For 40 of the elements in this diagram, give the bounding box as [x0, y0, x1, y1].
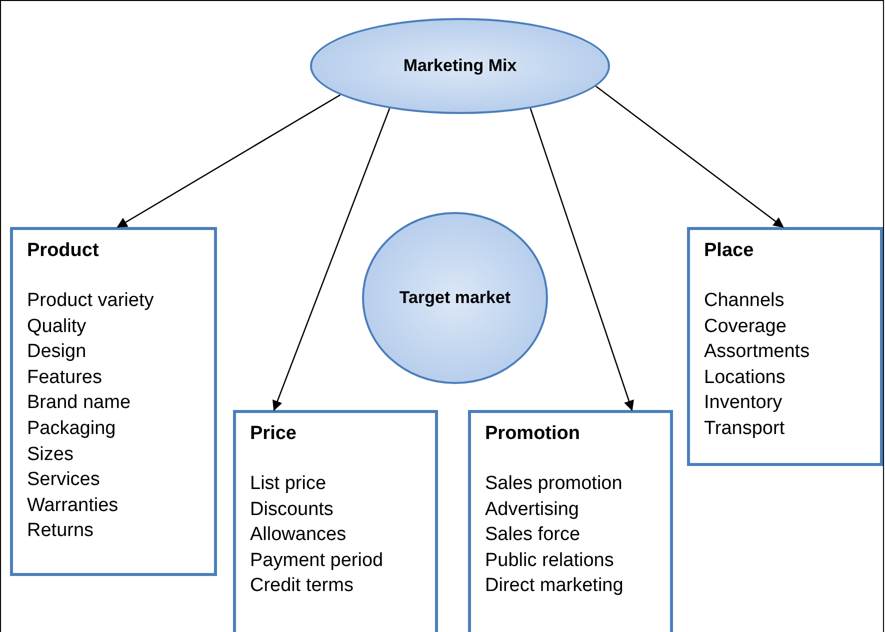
list-item: Credit terms	[250, 574, 354, 598]
list-item: Payment period	[250, 548, 384, 573]
list-item: Discounts	[250, 498, 334, 522]
category-box	[10, 227, 217, 576]
list-item: Coverage	[704, 314, 788, 339]
arrow	[530, 108, 634, 411]
list-item: Features	[27, 366, 103, 390]
list-item: Sales force	[485, 523, 582, 548]
box-heading: Product	[27, 239, 100, 263]
list-item: Design	[27, 340, 88, 364]
list-item: List price	[250, 472, 328, 496]
list-item: Packaging	[27, 416, 117, 441]
list-item: Locations	[704, 366, 786, 390]
category-box	[687, 227, 883, 466]
box-heading: Place	[704, 239, 755, 263]
node-title: Target market	[399, 287, 511, 310]
list-item: Advertising	[485, 498, 580, 522]
list-item: Quality	[27, 314, 88, 339]
box-heading: Promotion	[485, 422, 581, 446]
category-box	[233, 410, 438, 632]
list-item: Direct marketing	[485, 574, 624, 598]
box-heading: Price	[250, 422, 298, 446]
arrow	[272, 108, 390, 411]
arrow	[596, 86, 784, 228]
list-item: Warranties	[27, 494, 120, 518]
category-box	[468, 410, 673, 632]
arrow	[116, 94, 341, 228]
list-item: Returns	[27, 519, 95, 544]
list-item: Brand name	[27, 391, 132, 416]
list-item: Allowances	[250, 523, 348, 548]
list-item: Services	[27, 468, 101, 492]
list-item: Product variety	[27, 289, 155, 313]
list-item: Sales promotion	[485, 472, 624, 496]
list-item: Transport	[704, 416, 786, 441]
node-title: Marketing Mix	[403, 55, 517, 78]
list-item: Inventory	[704, 391, 784, 416]
list-item: Sizes	[27, 442, 74, 467]
list-item: Channels	[704, 289, 786, 313]
list-item: Assortments	[704, 340, 811, 364]
list-item: Public relations	[485, 548, 615, 573]
